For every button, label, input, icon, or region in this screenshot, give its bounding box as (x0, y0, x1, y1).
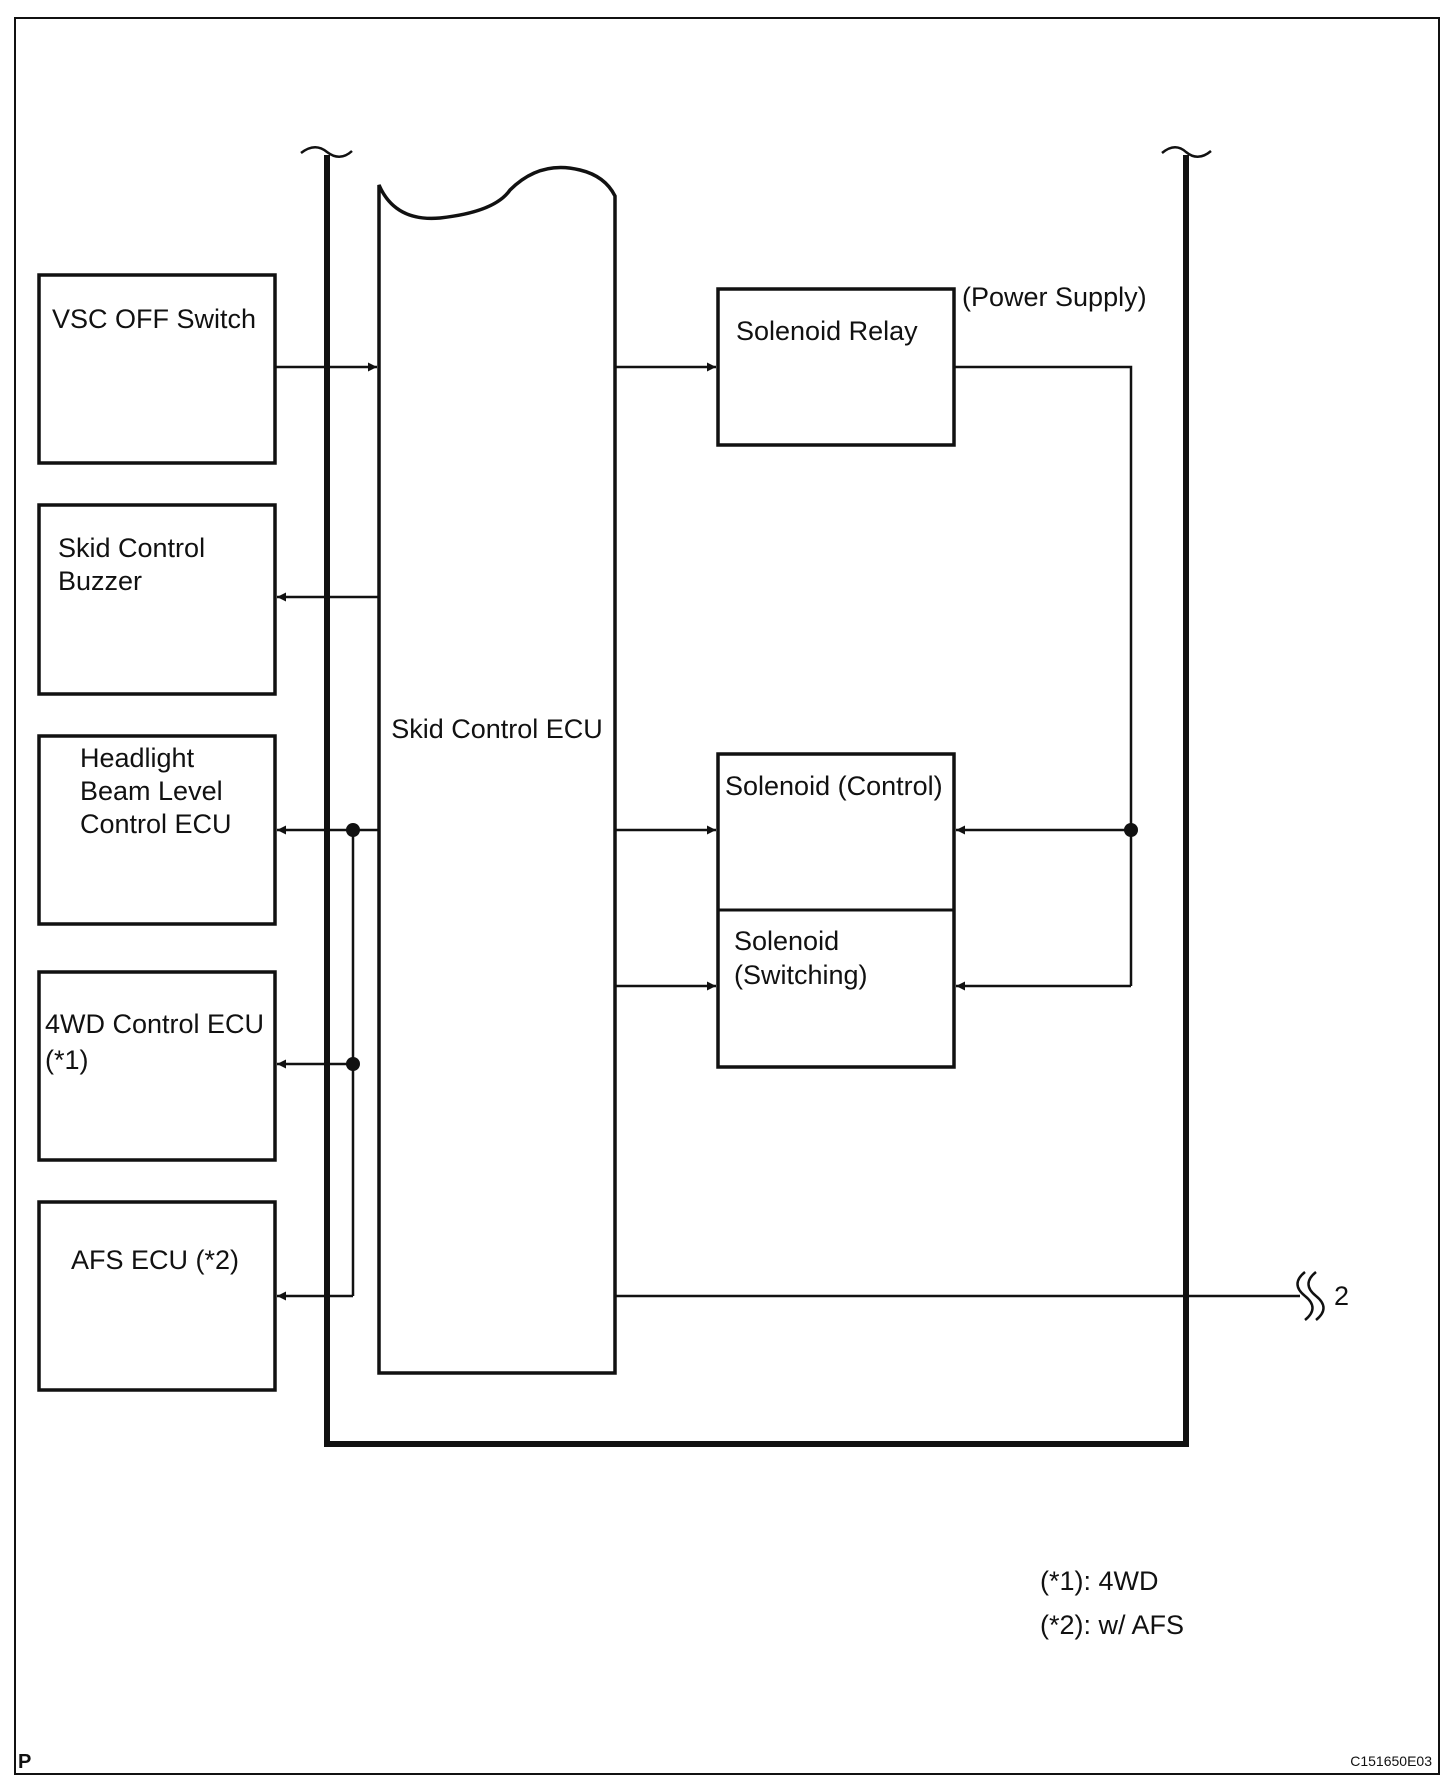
skid-control-ecu-label: Skid Control ECU (391, 714, 603, 744)
continuation-break-1 (1296, 1271, 1314, 1321)
afs-ecu-label: AFS ECU (*2) (71, 1245, 239, 1275)
skid-control-buzzer-box (37, 503, 277, 696)
solenoid-control-label: Solenoid (Control) (725, 771, 943, 801)
headlight-ecu-label-1: Headlight (80, 743, 195, 773)
vsc-off-switch-box (37, 273, 277, 465)
figure-code: C151650E03 (1350, 1753, 1432, 1769)
4wd-control-ecu-label-1: 4WD Control ECU (45, 1009, 264, 1039)
frame-break-right (1161, 146, 1212, 158)
wire-relay-power (954, 365, 1133, 986)
note-1: (*1): 4WD (1040, 1566, 1159, 1596)
frame-break-left (300, 146, 353, 158)
continuation-label: 2 (1334, 1281, 1349, 1311)
headlight-ecu-box (37, 734, 277, 926)
vsc-off-switch-label: VSC OFF Switch (52, 304, 256, 334)
afs-ecu-box (37, 1200, 277, 1392)
power-supply-label: (Power Supply) (962, 282, 1147, 312)
solenoid-switching-label-1: Solenoid (734, 926, 839, 956)
corner-letter: P (18, 1751, 31, 1773)
solenoid-relay-box (716, 287, 956, 447)
headlight-ecu-label-3: Control ECU (80, 809, 232, 839)
headlight-ecu-label-2: Beam Level (80, 776, 223, 806)
note-2: (*2): w/ AFS (1040, 1610, 1184, 1640)
solenoid-relay-label: Solenoid Relay (736, 316, 918, 346)
4wd-control-ecu-label-2: (*1) (45, 1045, 89, 1075)
skid-control-buzzer-label-1: Skid Control (58, 533, 205, 563)
solenoid-switching-label-2: (Switching) (734, 960, 868, 990)
junction-power (1124, 823, 1138, 837)
vehicle-frame (324, 155, 1189, 1447)
page-border (14, 17, 1440, 1775)
junction-4wd (346, 1057, 360, 1071)
junction-headlight (346, 823, 360, 837)
skid-control-buzzer-label-2: Buzzer (58, 566, 142, 596)
skid-control-ecu-box (377, 165, 617, 1375)
continuation-break-2 (1307, 1271, 1325, 1321)
4wd-control-ecu-box (37, 970, 277, 1162)
